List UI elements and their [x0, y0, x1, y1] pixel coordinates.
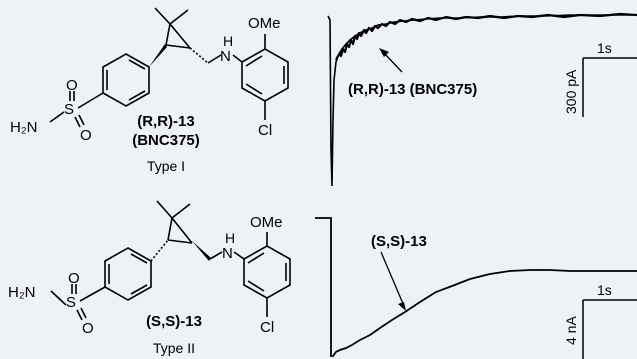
- trace-label-rr13: (R,R)-13 (BNC375): [348, 81, 477, 98]
- trace-pointer-top: [379, 48, 403, 73]
- scale-bar-bottom: [582, 299, 637, 359]
- atom-sulfonyl-o2-top: O: [80, 127, 92, 144]
- scale-current-bottom: 4 nA: [563, 316, 579, 345]
- scale-current-top: 300 pA: [563, 69, 579, 114]
- atom-sulfonyl-o1-top: O: [66, 77, 78, 94]
- scale-bar-top: [582, 57, 637, 117]
- scale-time-bottom: 1s: [597, 282, 612, 298]
- trace-pointer-bottom: [380, 251, 406, 311]
- trace-label-ss13: (S,S)-13: [371, 233, 427, 250]
- trace-ss13-current: [315, 217, 637, 357]
- atom-amine-n-top: N: [220, 48, 231, 65]
- atom-chloro-top: Cl: [258, 122, 272, 139]
- atom-methoxy-top: OMe: [248, 15, 281, 32]
- atom-sulfonyl-o2-bottom: O: [82, 320, 94, 337]
- atom-methoxy-bottom: OMe: [250, 214, 283, 231]
- molecule-rr13: [49, 7, 289, 128]
- compound-name-rr13: (R,R)-13: [137, 113, 195, 130]
- trace-rr13-current: [327, 14, 637, 187]
- trace-rr13-noise: [335, 12, 637, 61]
- compound-name-ss13: (S,S)-13: [146, 313, 202, 330]
- molecule-ss13: [50, 200, 291, 321]
- atom-amine-h-bottom: H: [225, 230, 235, 246]
- atom-sulfur-bottom: S: [66, 294, 76, 311]
- scale-time-top: 1s: [597, 40, 612, 56]
- atom-amine-n-bottom: N: [222, 245, 233, 262]
- atom-amine-h-top: H: [223, 33, 233, 49]
- atom-chloro-bottom: Cl: [260, 319, 274, 336]
- compound-code-bnc375: (BNC375): [132, 132, 200, 149]
- type-label-bottom: Type II: [153, 340, 195, 356]
- type-label-top: Type I: [147, 158, 185, 174]
- atom-sulfur-top: S: [64, 101, 74, 118]
- atom-amide-bottom: H₂N: [8, 284, 36, 301]
- atom-amide-top: H₂N: [10, 119, 38, 136]
- atom-sulfonyl-o1-bottom: O: [68, 270, 80, 287]
